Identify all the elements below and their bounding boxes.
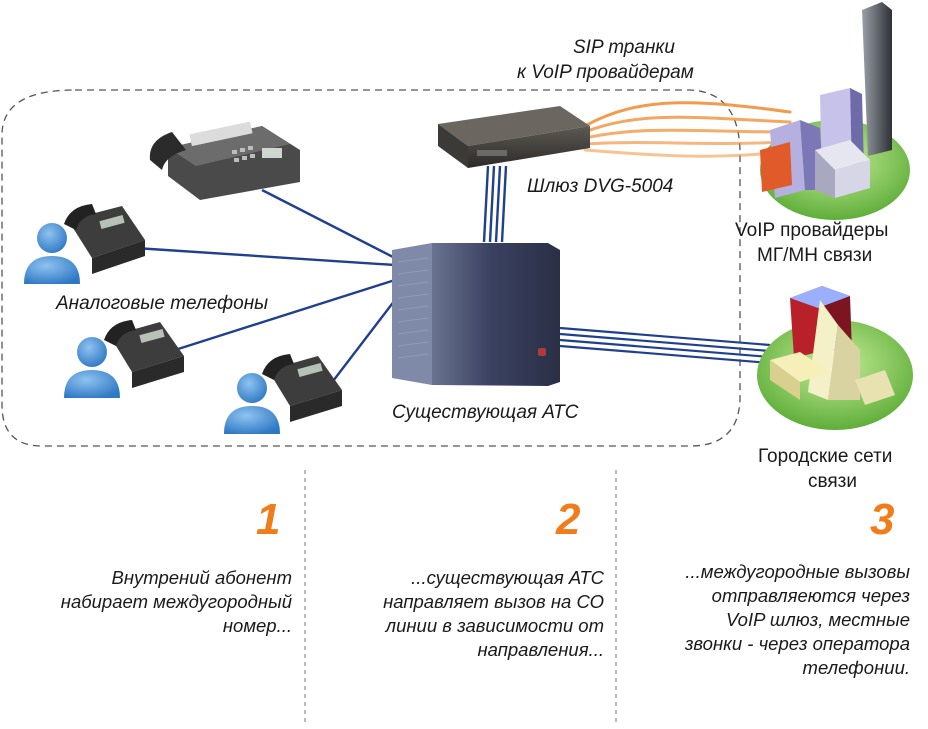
city-icon [757,286,913,430]
gateway-label: Шлюз DVG-5004 [527,176,674,197]
step-2-line: ...существующая АТС [411,567,604,588]
voip-providers-label-line1: VoIP провайдеры [735,220,889,241]
step-2-line: направления... [477,639,604,660]
step-3-number: 3 [870,495,895,544]
step-3-text: ...междугородные вызовы отправляеются че… [620,560,910,680]
phone-icon [64,204,145,274]
step-1-text: Внутрений абонент набирает междугородный… [0,566,292,638]
analog-phones-label: Аналоговые телефоны [56,293,269,314]
step-2-line: линии в зависимости от [385,615,604,636]
city-networks-label-line2: связи [808,471,857,492]
gateway-icon [438,106,590,168]
city-networks-label-line1: Городские сети [758,446,893,467]
user-icon [24,223,80,284]
sip-label-line1: SIP транки [573,37,675,58]
city-links [559,326,771,365]
step-3-line: отправляеются через [711,585,910,606]
voip-providers-label-line2: МГ/МН связи [757,245,873,266]
user-icon [64,337,120,398]
step-1-number: 1 [256,495,281,544]
phone-icon [104,320,184,388]
pbx-icon [392,243,560,386]
sip-trunk-waves [583,101,792,158]
step-3-line: ...междугородные вызовы [685,561,910,582]
fax-icon [149,121,300,200]
step-3-line: звонки - через оператора [684,633,910,654]
step-1-line: набирает междугородный [60,591,292,612]
step-2-number: 2 [556,495,581,544]
step-3-line: VoIP шлюз, местные [726,609,910,630]
phone-icon [262,354,342,422]
pbx-label: Существующая АТС [392,402,579,423]
sip-label-line2: к VoIP провайдерам [517,62,694,83]
step-1-line: номер... [222,615,292,636]
step-1-line: Внутрений абонент [111,567,293,588]
user-icon [224,373,280,434]
voip-city-icon [760,2,910,220]
step-2-text: ...существующая АТС направляет вызов на … [310,566,604,662]
step-3-line: телефонии. [802,657,910,678]
links [134,165,508,386]
step-2-line: направляет вызов на СО [383,591,604,612]
